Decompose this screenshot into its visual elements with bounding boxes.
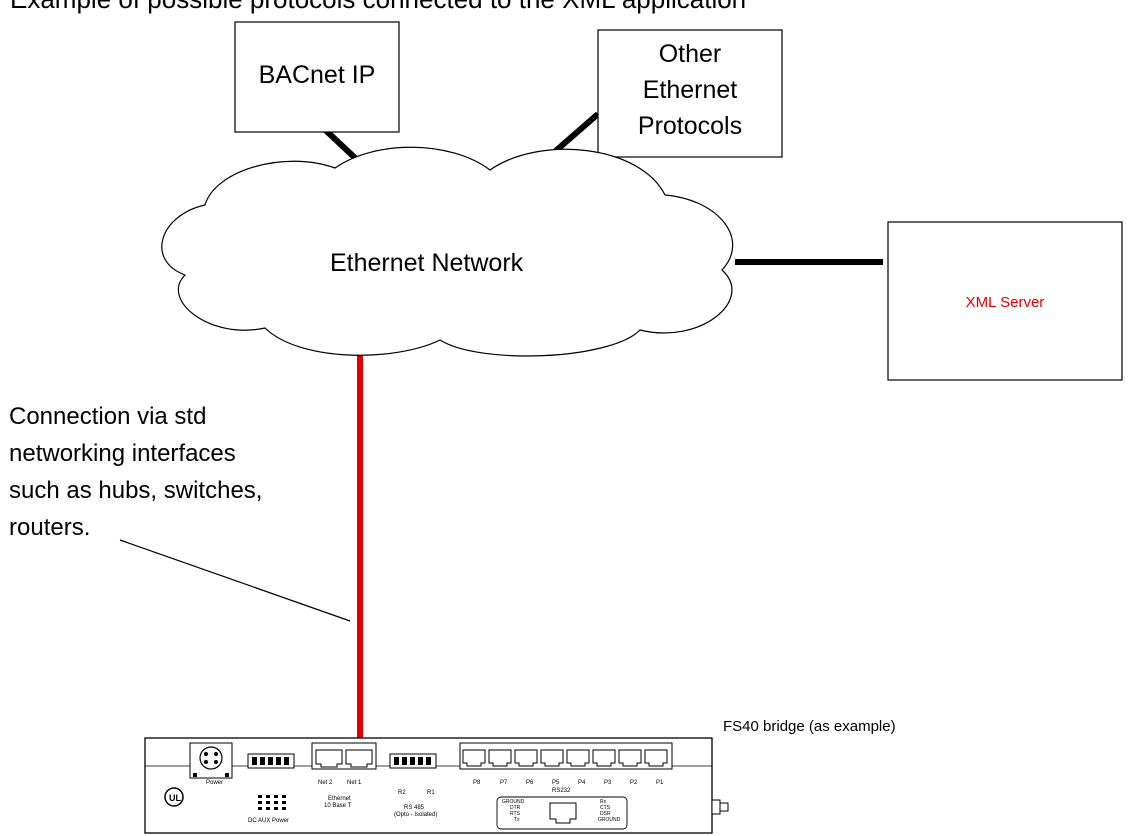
device-label-power: Power [206, 780, 224, 786]
device-label-p5: P5 [552, 780, 560, 786]
ethernet-cloud-shape [161, 146, 734, 357]
device-label-p8: P8 [473, 780, 481, 786]
other-protocols-line: Ethernet [642, 76, 738, 104]
device-label-10baset: 10 Base T [324, 803, 352, 809]
other-protocols-box [597, 29, 783, 158]
xml-server-label: XML Server [965, 294, 1045, 311]
device-label-p6: P6 [526, 780, 534, 786]
device-label-p7: P7 [500, 780, 508, 786]
device-label-rs232-dtr: DTR [510, 805, 521, 811]
device-label-dc-aux: DC AUX Power [248, 818, 290, 824]
device-label-opto: (Opto - Isolated) [394, 812, 438, 818]
device-label-ethernet: Ethernet [328, 796, 351, 802]
device-label-rs232: RS232 [552, 788, 571, 794]
other-protocols-label: Other Ethernet Protocols [598, 36, 782, 144]
bridge-label: FS40 bridge (as example) [723, 718, 896, 735]
xml-server-box [887, 221, 1123, 381]
device-label-p3: P3 [604, 780, 612, 786]
other-protocols-line: Protocols [637, 112, 743, 140]
device-label-rs232-rts: RTS [510, 811, 520, 817]
fs40-bridge-device: UL [144, 737, 729, 834]
connection-note-line: such as hubs, switches, [9, 477, 263, 504]
connection-note-line: Connection via std [9, 403, 207, 430]
ethernet-network-label: Ethernet Network [330, 249, 524, 277]
device-label-rs232-rx: Rx [600, 799, 607, 805]
callout-pointer-line [119, 539, 351, 622]
other-protocols-line: Other [658, 40, 722, 68]
bacnet-ip-label: BACnet IP [258, 61, 376, 89]
connection-note: Connection via std networking interfaces… [9, 398, 262, 546]
device-label-rs232-ground-left: GROUND [502, 799, 525, 805]
device-label-rs232-dsr: DSR [600, 811, 611, 817]
device-label-rs232-tx: Tx [514, 817, 520, 823]
device-label-net2: Net 2 [318, 780, 333, 786]
device-label-rs232-cts: CTS [600, 805, 610, 811]
device-label-p1: P1 [656, 780, 664, 786]
device-label-p4: P4 [578, 780, 586, 786]
connection-note-line: networking interfaces [9, 440, 236, 467]
device-label-net1: Net 1 [347, 780, 362, 786]
connection-note-line: routers. [9, 514, 91, 541]
device-label-rs485: RS 485 [404, 805, 425, 811]
device-label-r2: R2 [398, 790, 406, 796]
header-partial-text: Example of possible protocols connected … [10, 0, 746, 12]
svg-text:UL: UL [169, 793, 181, 803]
device-label-p2: P2 [630, 780, 638, 786]
bacnet-ip-box [234, 21, 400, 133]
device-label-r1: R1 [427, 790, 435, 796]
device-label-rs232-ground-right: GROUND [598, 817, 621, 823]
